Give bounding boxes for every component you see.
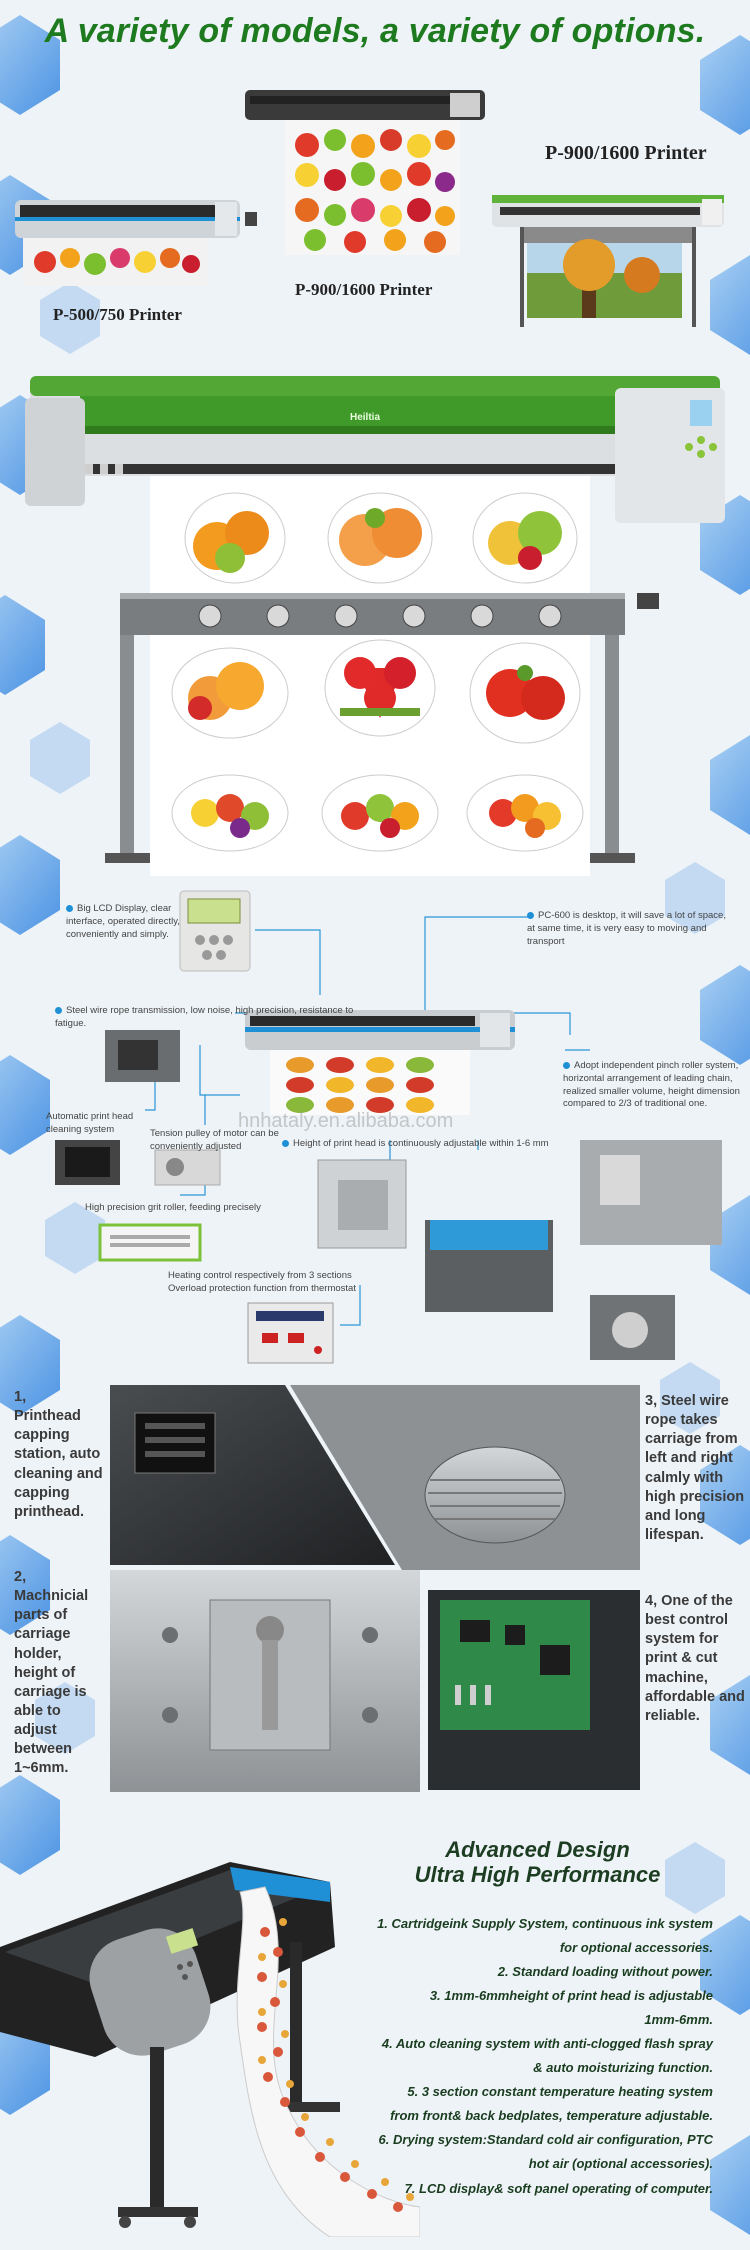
feature-lcd-text: Big LCD Display, clear interface, operat… [66,903,180,940]
p900-right-printer [492,195,724,327]
tension-pulley-photo [154,1149,221,1186]
advanced-line: for optional accessories. [559,1940,713,1956]
advanced-line: hot air (optional accessories). [528,2156,713,2172]
lcd-panel-photo [179,890,251,972]
advanced-line: 1mm-6mm. [644,2012,713,2028]
feature-tension-text: Tension pulley of motor can be convenien… [150,1128,279,1152]
advanced-line: 6. Drying system:Standard cold air confi… [378,2132,713,2148]
advanced-title-line1: Advanced Design [445,1837,630,1862]
printer-models-illustration [15,90,724,327]
feature-pc600-text: PC-600 is desktop, it will save a lot of… [527,910,726,947]
feature-cleaning-text: Automatic print head cleaning system [46,1111,134,1135]
feature-heating-text: Heating control respectively from 3 sect… [168,1270,356,1294]
main-printer-brand: Heiltia [350,412,380,423]
advanced-feature-list: 1. Cartridgeink Supply System, continuou… [360,1912,713,2201]
advanced-line: & auto moisturizing function. [533,2060,713,2076]
watermark-text: hnhataly.en.alibaba.com [238,1110,454,1132]
advanced-line: 4. Auto cleaning system with anti-clogge… [381,2036,713,2052]
page-title: A variety of models, a variety of option… [44,12,706,50]
p500-printer [15,200,257,286]
detail-3-text: 3, Steel wire rope takes carriage from l… [645,1393,745,1543]
p900-center-printer [245,90,485,255]
advanced-title: Advanced Design Ultra High Performance [395,1837,680,1888]
feature-callout-diagram [55,890,722,1364]
advanced-line: 7. LCD display& soft panel operating of … [404,2180,713,2196]
advanced-line: from front& back bedplates, temperature … [390,2108,713,2124]
detail-2-text: 2, Machnicial parts of carriage holder, … [14,1569,89,1777]
advanced-title-line2: Ultra High Performance [414,1862,661,1888]
bullet-dot [563,1061,570,1069]
advanced-line: 3. 1mm-6mmheight of print head is adjust… [429,1988,713,2004]
feature-print-head-text: Height of print head is continuously adj… [282,1138,562,1151]
detail-photos [110,1385,640,1792]
advanced-line: 1. Cartridgeink Supply System, continuou… [377,1916,713,1931]
detail-4-text: 4, One of the best control system for pr… [645,1593,745,1724]
bullet-dot [282,1139,289,1147]
detail-1-text: 1, Printhead capping station, auto clean… [14,1389,103,1520]
feature-grit-roller-text: High precision grit roller, feeding prec… [85,1202,261,1213]
p900-right-label: P-900/1600 Printer [545,142,707,164]
feature-steel-wire-text: Steel wire rope transmission, low noise,… [55,1005,354,1029]
grit-roller-photo [98,1223,202,1262]
bullet-dot [55,1006,62,1014]
advanced-line: 2. Standard loading without power. [497,1964,713,1980]
p900-center-label: P-900/1600 Printer [295,280,433,299]
main-printer-illustration: Heiltia [25,376,725,876]
bullet-dot [66,904,73,912]
advanced-line: 5. 3 section constant temperature heatin… [407,2084,713,2100]
p500-label: P-500/750 Printer [53,305,182,324]
desktop-printer-photo [245,1010,515,1115]
advanced-printer-illustration [0,1862,420,2237]
bullet-dot [527,911,534,919]
feature-pinch-roller-text: Adopt independent pinch roller system, h… [563,1060,740,1110]
